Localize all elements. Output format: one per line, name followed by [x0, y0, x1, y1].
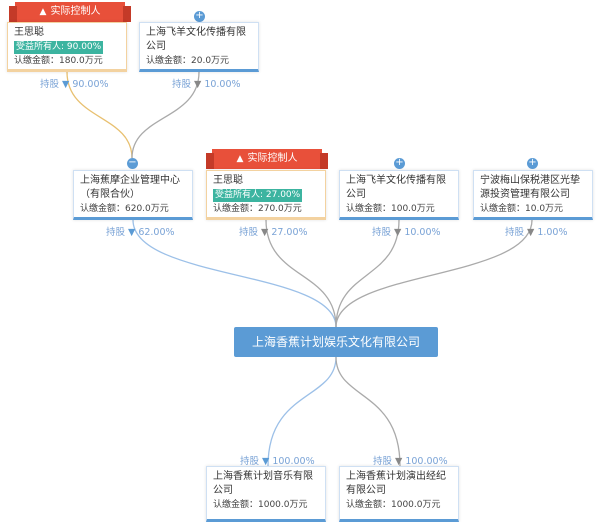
collapse-minus-icon[interactable]: − [127, 157, 138, 169]
shareholder-node[interactable]: 王思聪 受益所有人: 27.00% 认缴金额：270.0万元 [206, 170, 326, 220]
share-label: 持股▼100.00% [373, 456, 448, 467]
share-label: 持股▼10.00% [372, 227, 441, 238]
expand-plus-icon[interactable]: + [527, 157, 538, 169]
share-label: 持股▼62.00% [106, 227, 175, 238]
shareholder-node[interactable]: 王思聪 受益所有人: 90.00% 认缴金额：180.0万元 [7, 22, 127, 72]
expand-plus-icon[interactable]: + [394, 157, 405, 169]
target-company-node[interactable]: 上海香蕉计划娱乐文化有限公司 [234, 327, 438, 357]
arrow-down-icon: ▼ [527, 227, 535, 238]
shareholder-node[interactable]: 上海飞羊文化传播有限公司 认缴金额：100.0万元 [339, 170, 459, 220]
arrow-down-icon: ▼ [194, 79, 202, 90]
beneficial-owner-badge: 受益所有人: 90.00% [14, 41, 104, 54]
expand-plus-icon[interactable]: + [194, 10, 205, 22]
beneficial-owner-badge: 受益所有人: 27.00% [213, 189, 303, 202]
arrow-down-icon: ▼ [261, 227, 269, 238]
arrow-down-icon: ▼ [394, 227, 402, 238]
share-label: 持股▼10.00% [172, 79, 241, 90]
subsidiary-node[interactable]: 上海香蕉计划音乐有限公司 认缴金额：1000.0万元 [206, 466, 326, 522]
shareholder-node[interactable]: 上海蕉摩企业管理中心（有限合伙） 认缴金额：620.0万元 [73, 170, 193, 220]
people-icon: ▲ [236, 154, 244, 164]
actual-controller-tag: ▲实际控制人 [9, 2, 131, 22]
shareholder-node[interactable]: 上海飞羊文化传播有限公司 认缴金额：20.0万元 [139, 22, 259, 72]
arrow-down-icon: ▼ [128, 227, 136, 238]
share-label: 持股▼27.00% [239, 227, 308, 238]
arrow-down-icon: ▼ [395, 456, 403, 467]
share-label: 持股▼100.00% [240, 456, 315, 467]
shareholder-node[interactable]: 宁波梅山保税港区光挚源投资管理有限公司 认缴金额：10.0万元 [473, 170, 593, 220]
actual-controller-tag: ▲实际控制人 [206, 149, 328, 169]
share-label: 持股▼90.00% [40, 79, 109, 90]
people-icon: ▲ [39, 7, 47, 17]
arrow-down-icon: ▼ [62, 79, 70, 90]
subsidiary-node[interactable]: 上海香蕉计划演出经纪有限公司 认缴金额：1000.0万元 [339, 466, 459, 522]
arrow-down-icon: ▼ [262, 456, 270, 467]
share-label: 持股▼1.00% [505, 227, 568, 238]
